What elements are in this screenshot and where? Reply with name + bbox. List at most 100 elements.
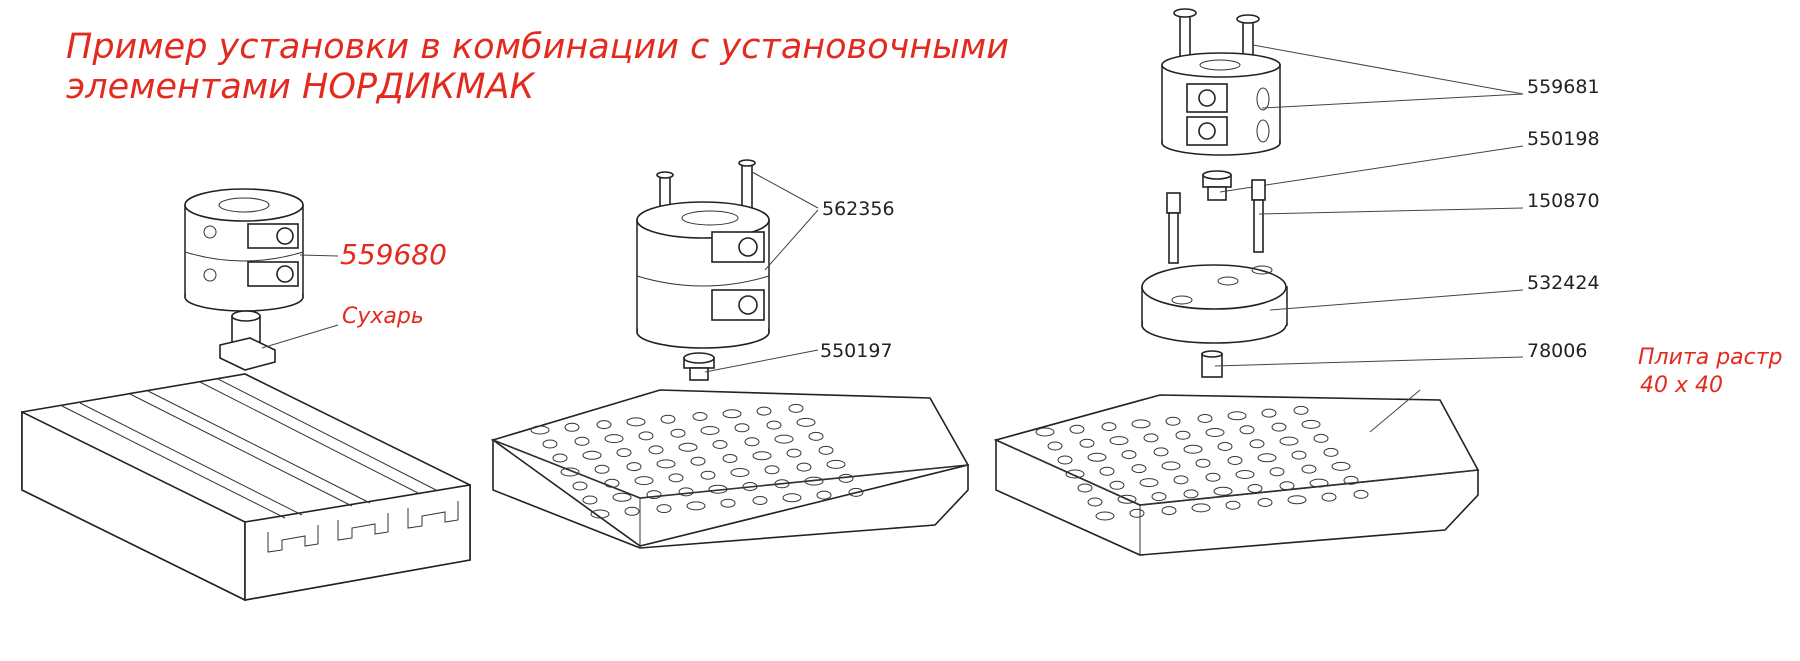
grid-plate-right (993, 389, 1480, 556)
grid-hole (752, 451, 772, 461)
grid-hole (582, 495, 598, 505)
grid-hole (1213, 486, 1233, 496)
grid-hole (1065, 469, 1085, 479)
grid-hole (612, 492, 632, 502)
grid-hole (1183, 489, 1199, 499)
grid-hole (1129, 508, 1145, 518)
part-label-559681: 559681 (1527, 76, 1600, 98)
grid-hole (1309, 478, 1329, 488)
grid-hole (742, 482, 758, 491)
grid-hole (1313, 433, 1329, 443)
grid-hole (634, 476, 654, 486)
grid-plate-middle (490, 389, 970, 549)
grid-hole (572, 481, 588, 491)
part-label-550198: 550198 (1527, 128, 1600, 150)
grid-hole (596, 420, 612, 430)
screws-150870 (1166, 179, 1524, 264)
diagram-title-line1: Пример установки в комбинации с установо… (66, 27, 1009, 67)
grid-hole (660, 414, 676, 424)
part-label-559680: 559680 (340, 238, 447, 271)
grid-hole (1239, 425, 1255, 435)
grid-hole (782, 493, 802, 503)
grid-hole (626, 462, 642, 472)
grid-hole (1087, 497, 1103, 507)
grid-hole (670, 428, 686, 438)
grid-hole (1101, 422, 1117, 432)
grid-hole (1161, 461, 1181, 471)
grid-hole (1165, 416, 1181, 426)
grid-hole (720, 498, 736, 508)
grid-hole (818, 445, 834, 455)
grid-hole (796, 462, 812, 472)
grid-hole (590, 509, 610, 519)
grid-hole (604, 478, 620, 488)
grid-hole (826, 459, 846, 469)
pin-78006 (1201, 350, 1524, 378)
grid-hole (712, 440, 728, 449)
grid-hole (564, 422, 580, 432)
grid-hole (656, 504, 672, 514)
grid-hole (848, 487, 864, 497)
grid-hole (808, 431, 824, 441)
grid-hole (1131, 419, 1151, 429)
grid-hole (1191, 503, 1211, 513)
part-label-562356: 562356 (822, 198, 895, 220)
plate-label-line2: 40 x 40 (1640, 373, 1723, 398)
grid-hole (552, 453, 568, 463)
grid-hole (1131, 464, 1147, 474)
grid-hole (1261, 408, 1277, 418)
grid-hole (816, 490, 832, 500)
bushing-550198 (1202, 145, 1524, 201)
plate-label-line1: Плита растр (1638, 345, 1783, 370)
grid-hole (1095, 511, 1115, 521)
grid-hole (752, 496, 768, 505)
grid-hole (1121, 450, 1137, 460)
grid-hole (1269, 467, 1285, 477)
grid-hole (1205, 428, 1225, 437)
grid-hole (1197, 414, 1213, 423)
part-label-532424: 532424 (1527, 272, 1600, 294)
grid-hole (678, 487, 694, 497)
grid-hole (1161, 506, 1177, 516)
grid-hole (648, 445, 664, 455)
grid-hole (1279, 481, 1295, 491)
grid-hole (788, 403, 804, 413)
clamp-block-559681 (1161, 8, 1524, 156)
grid-hole (796, 417, 816, 427)
grid-hole (1117, 494, 1137, 504)
grid-hole (626, 417, 646, 427)
grid-hole (1287, 495, 1307, 505)
clamp-block-562356 (636, 159, 819, 349)
grid-hole (1205, 472, 1221, 482)
grid-hole (1279, 436, 1299, 446)
grid-hole (542, 439, 558, 449)
grid-hole (1323, 447, 1339, 457)
grid-hole (678, 442, 698, 452)
grid-hole (766, 420, 782, 430)
grid-hole (1109, 436, 1129, 446)
grid-hole (616, 448, 632, 458)
grid-hole (1257, 453, 1277, 463)
bushing-550197 (683, 349, 819, 381)
grid-hole (1227, 456, 1243, 465)
grid-hole (1057, 455, 1073, 465)
grid-hole (638, 431, 654, 441)
grid-hole (744, 437, 760, 447)
grid-hole (1183, 444, 1203, 454)
grid-hole (774, 434, 794, 444)
grid-hole (1291, 450, 1307, 460)
grid-hole (1321, 492, 1337, 502)
grid-hole (1257, 498, 1273, 507)
part-label-150870: 150870 (1527, 190, 1600, 212)
grid-hole (560, 467, 580, 477)
grid-hole (668, 473, 684, 483)
grid-hole (1069, 424, 1085, 434)
grid-hole (686, 501, 706, 511)
grid-hole (1293, 405, 1309, 415)
grid-hole (1139, 478, 1159, 488)
part-label-78006: 78006 (1527, 340, 1588, 362)
grid-hole (1343, 475, 1359, 485)
grid-hole (1087, 452, 1107, 462)
grid-hole (1175, 430, 1191, 440)
